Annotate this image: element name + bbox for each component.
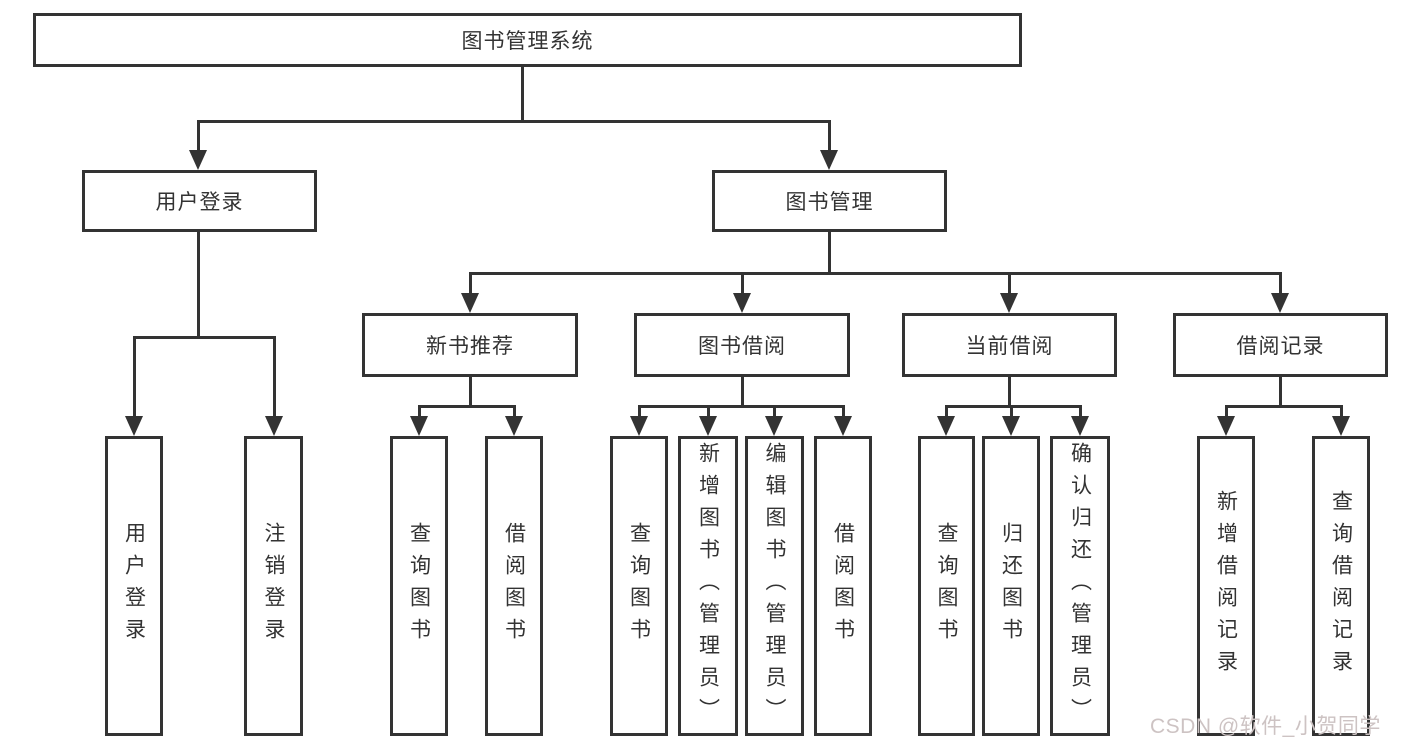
node-book-borrowing-label: 图书借阅 (698, 335, 786, 358)
connector-arrow-shaft (841, 405, 845, 422)
leaf-borrowing-add-books-admin-label: 新增图书（管理员） (696, 442, 720, 730)
connector-arrow-shaft (637, 405, 641, 422)
leaf-borrowing-borrow-books: 借阅图书 (814, 436, 872, 736)
connector-arrow-shaft (512, 405, 516, 422)
connector-book-management-split (468, 272, 1282, 275)
connector-arrow-shaft (1009, 405, 1013, 422)
leaf-current-confirm-return-admin-label: 确认归还（管理员） (1068, 442, 1092, 730)
arrow-down-icon (630, 416, 648, 436)
leaf-current-query-books: 查询图书 (918, 436, 975, 736)
node-user-login: 用户登录 (82, 170, 317, 232)
leaf-logout-label: 注销登录 (262, 522, 285, 650)
leaf-records-query-record-label: 查询借阅记录 (1329, 490, 1353, 682)
arrow-down-icon (1002, 416, 1020, 436)
connector-arrow-shaft (468, 272, 472, 299)
arrow-down-icon (125, 416, 143, 436)
arrow-down-icon (1000, 293, 1018, 313)
leaf-current-return-books-label: 归还图书 (999, 522, 1023, 650)
node-book-borrowing: 图书借阅 (634, 313, 850, 377)
connector-borrowing-stub (740, 377, 744, 408)
connector-arrow-shaft (1007, 272, 1011, 299)
arrow-down-icon (765, 416, 783, 436)
connector-arrow-shaft (417, 405, 421, 422)
connector-arrow-shaft (944, 405, 948, 422)
node-current-borrowing-label: 当前借阅 (965, 335, 1054, 358)
connector-arrow-shaft (706, 405, 710, 422)
connector-arrow-shaft (1339, 405, 1343, 422)
leaf-records-query-record: 查询借阅记录 (1312, 436, 1370, 736)
connector-arrow-shaft (1224, 405, 1228, 422)
leaf-recommend-borrow-books-label: 借阅图书 (502, 522, 526, 650)
node-borrowing-records: 借阅记录 (1173, 313, 1388, 377)
connector-root-stub (520, 67, 524, 123)
leaf-borrowing-add-books-admin: 新增图书（管理员） (678, 436, 738, 736)
arrow-down-icon (1332, 416, 1350, 436)
arrow-down-icon (699, 416, 717, 436)
connector-recommend-split (417, 405, 516, 408)
connector-arrow-shaft (772, 405, 776, 422)
connector-records-stub (1278, 377, 1282, 408)
leaf-borrowing-query-books-label: 查询图书 (627, 522, 651, 650)
leaf-user-login: 用户登录 (105, 436, 163, 736)
connector-arrow-shaft (196, 120, 200, 156)
connector-arrow-shaft (272, 336, 276, 422)
connector-arrow-shaft (1078, 405, 1082, 422)
node-book-management-label: 图书管理 (785, 191, 874, 214)
connector-book-management-stub (827, 232, 831, 275)
arrow-down-icon (461, 293, 479, 313)
connector-root-split (196, 120, 831, 123)
leaf-logout: 注销登录 (244, 436, 303, 736)
leaf-recommend-query-books: 查询图书 (390, 436, 448, 736)
node-new-book-recommend: 新书推荐 (362, 313, 578, 377)
node-user-login-label: 用户登录 (155, 191, 244, 214)
leaf-current-query-books-label: 查询图书 (935, 522, 958, 650)
connector-current-stub (1007, 377, 1011, 408)
node-borrowing-records-label: 借阅记录 (1236, 335, 1325, 358)
node-new-book-recommend-label: 新书推荐 (426, 335, 514, 358)
leaf-current-return-books: 归还图书 (982, 436, 1040, 736)
arrow-down-icon (834, 416, 852, 436)
leaf-borrowing-borrow-books-label: 借阅图书 (831, 522, 855, 650)
arrow-down-icon (1071, 416, 1089, 436)
node-root: 图书管理系统 (33, 13, 1022, 67)
connector-arrow-shaft (132, 336, 136, 422)
node-book-management: 图书管理 (712, 170, 947, 232)
arrow-down-icon (189, 150, 207, 170)
arrow-down-icon (820, 150, 838, 170)
arrow-down-icon (733, 293, 751, 313)
leaf-borrowing-edit-books-admin-label: 编辑图书（管理员） (763, 442, 786, 730)
connector-records-split (1224, 405, 1343, 408)
leaf-borrowing-query-books: 查询图书 (610, 436, 668, 736)
leaf-borrowing-edit-books-admin: 编辑图书（管理员） (745, 436, 804, 736)
arrow-down-icon (1271, 293, 1289, 313)
node-current-borrowing: 当前借阅 (902, 313, 1117, 377)
connector-arrow-shaft (1278, 272, 1282, 299)
connector-user-login-split (132, 336, 276, 339)
leaf-recommend-borrow-books: 借阅图书 (485, 436, 543, 736)
arrow-down-icon (937, 416, 955, 436)
connector-arrow-shaft (827, 120, 831, 156)
connector-user-login-stub (196, 232, 200, 339)
csdn-watermark: CSDN @软件_小贺同学 (1150, 715, 1381, 738)
arrow-down-icon (410, 416, 428, 436)
connector-borrowing-split (637, 405, 845, 408)
leaf-records-add-record: 新增借阅记录 (1197, 436, 1255, 736)
node-root-label: 图书管理系统 (461, 30, 594, 53)
connector-recommend-stub (468, 377, 472, 408)
leaf-user-login-label: 用户登录 (122, 522, 146, 650)
arrow-down-icon (505, 416, 523, 436)
leaf-current-confirm-return-admin: 确认归还（管理员） (1050, 436, 1110, 736)
connector-arrow-shaft (740, 272, 744, 299)
connector-current-split (944, 405, 1082, 408)
leaf-records-add-record-label: 新增借阅记录 (1214, 490, 1238, 682)
arrow-down-icon (1217, 416, 1235, 436)
arrow-down-icon (265, 416, 283, 436)
leaf-recommend-query-books-label: 查询图书 (407, 522, 431, 650)
